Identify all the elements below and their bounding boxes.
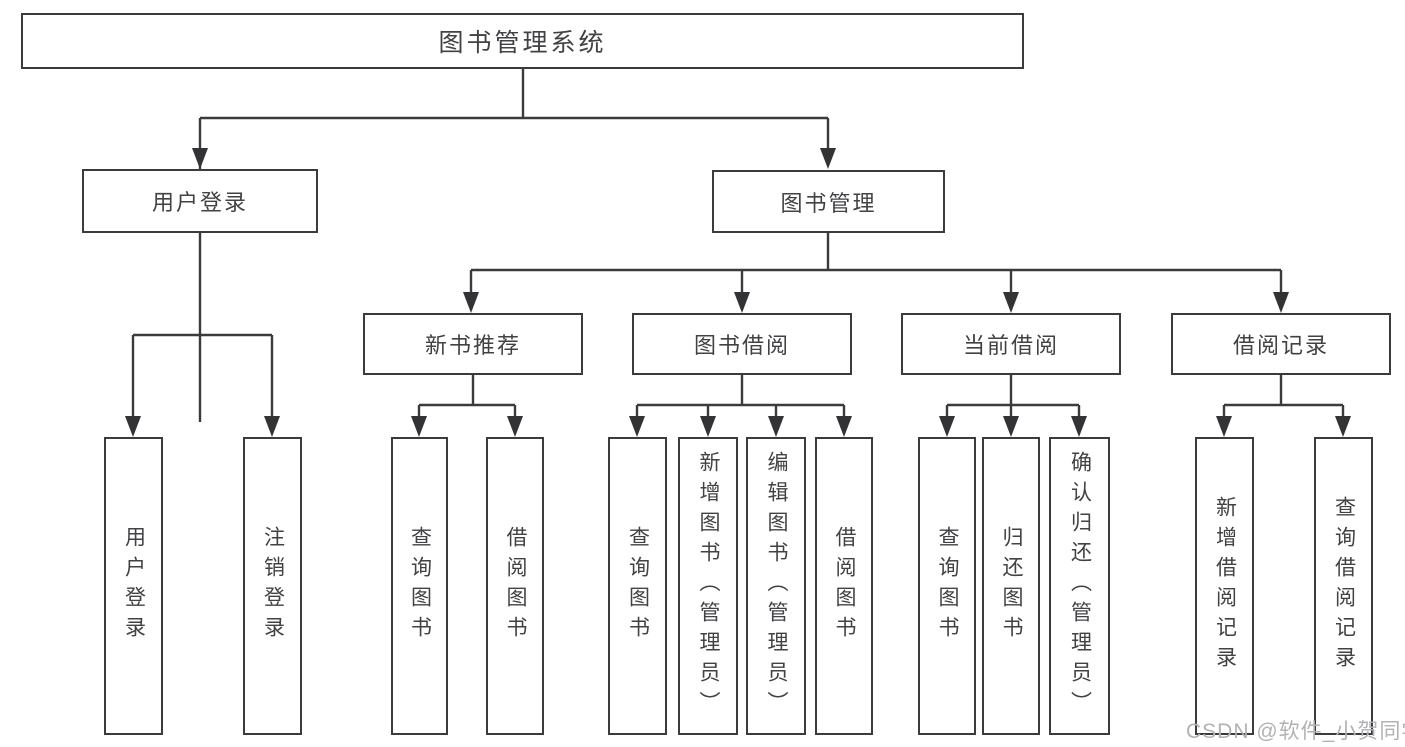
arrowhead [939,416,955,437]
leaf-borrow-books-recommend: 借阅图书 [486,437,544,735]
arrowhead [125,416,141,437]
arrowhead [1003,292,1019,313]
leaf-query-books-borrowing: 查询图书 [608,437,667,735]
arrowhead [192,148,208,169]
leaf-add-books-admin: 新增图书（管理员） [678,437,738,735]
arrowhead [1273,292,1289,313]
node-user-login: 用户登录 [82,169,318,233]
leaf-query-books-current: 查询图书 [918,437,976,735]
arrowhead [1003,416,1019,437]
node-library-management-system: 图书管理系统 [21,13,1024,69]
arrowhead [836,416,852,437]
node-book-borrowing: 图书借阅 [632,313,852,375]
leaf-user-login: 用户登录 [104,437,163,735]
leaf-edit-books-admin: 编辑图书（管理员） [746,437,806,735]
arrowhead [411,416,427,437]
node-current-borrowing: 当前借阅 [901,313,1121,375]
arrowhead [1071,416,1087,437]
leaf-add-borrow-record: 新增借阅记录 [1195,437,1254,735]
node-new-book-recommend: 新书推荐 [363,313,583,375]
arrowhead [768,416,784,437]
arrowhead [629,416,645,437]
leaf-query-books-recommend: 查询图书 [391,437,448,735]
arrowhead [820,148,836,169]
node-borrowing-records: 借阅记录 [1171,313,1391,375]
arrowhead [700,416,716,437]
arrowhead [1335,416,1351,437]
leaf-confirm-return-admin: 确认归还（管理员） [1049,437,1110,735]
arrowhead [463,292,479,313]
arrowhead [264,416,280,437]
arrowhead [1216,416,1232,437]
leaf-borrow-books: 借阅图书 [815,437,873,735]
leaf-logout: 注销登录 [243,437,302,735]
arrowhead [507,416,523,437]
connector-lines [131,69,1345,424]
arrowhead [734,292,750,313]
node-book-management: 图书管理 [712,170,945,233]
arrowheads [125,148,1351,437]
leaf-query-borrow-record: 查询借阅记录 [1314,437,1373,735]
leaf-return-books: 归还图书 [982,437,1040,735]
csdn-watermark: CSDN @软件_小贺同学 [1186,720,1405,743]
